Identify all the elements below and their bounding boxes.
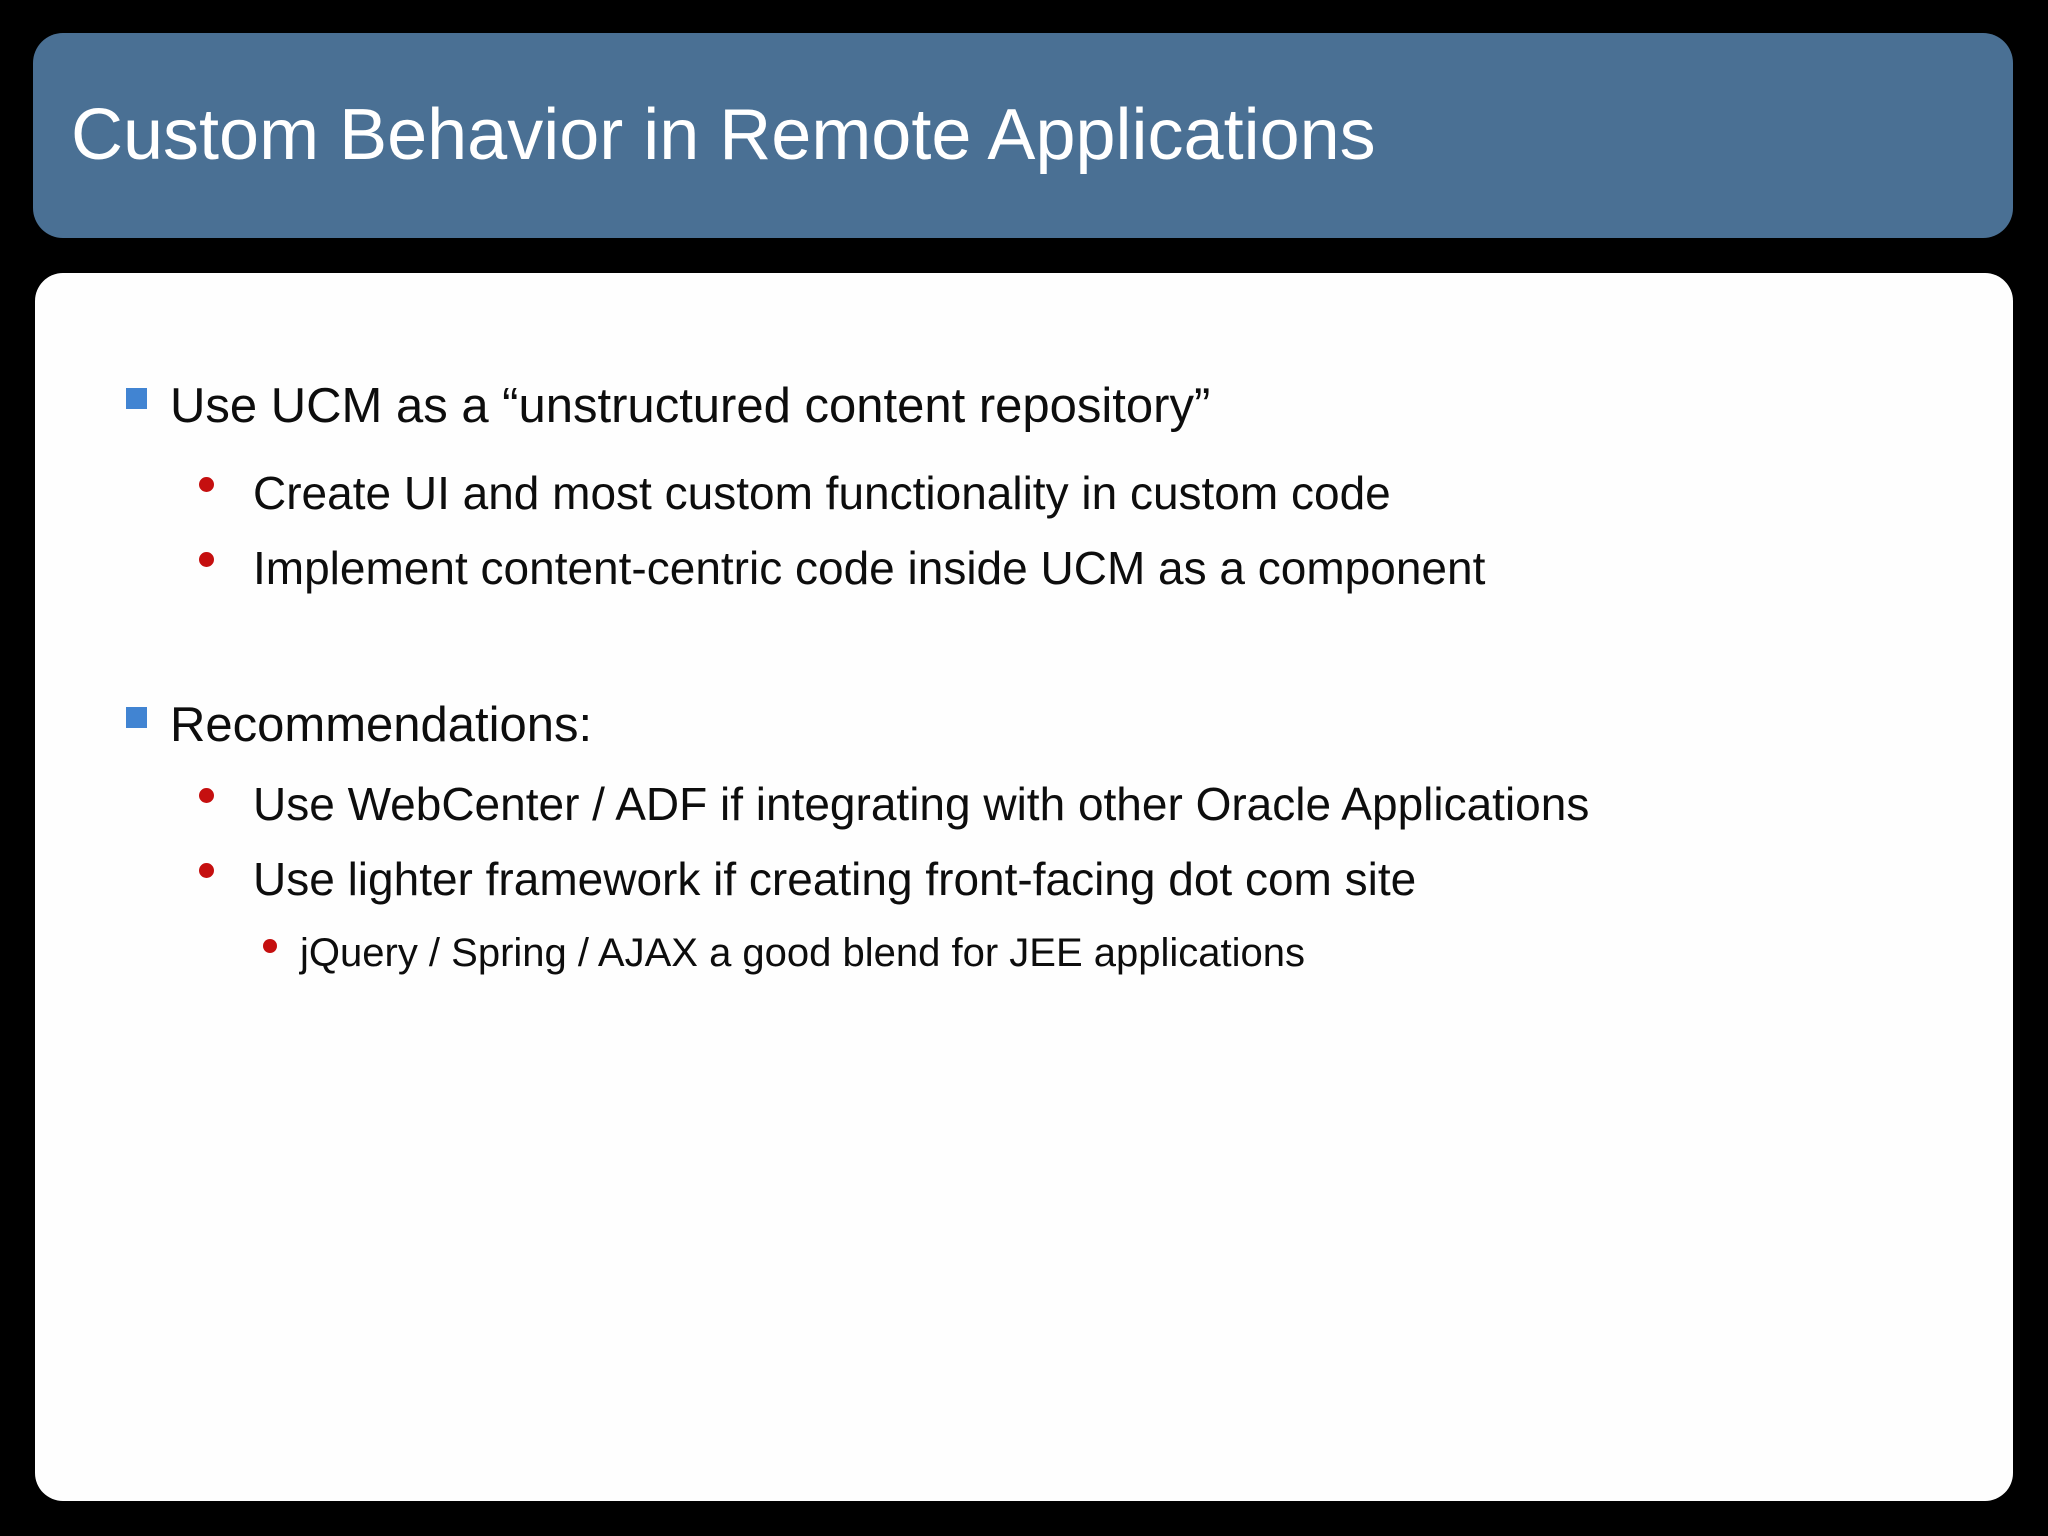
bullet-text: Implement content-centric code inside UC…	[253, 542, 1486, 594]
circle-bullet-icon	[199, 477, 214, 492]
bullet-item-level2: Use lighter framework if creating front-…	[199, 852, 1416, 907]
circle-bullet-icon	[199, 788, 214, 803]
slide-title-bar: Custom Behavior in Remote Applications	[33, 33, 2013, 238]
square-bullet-icon	[126, 707, 147, 728]
bullet-item-level2: Use WebCenter / ADF if integrating with …	[199, 777, 1589, 832]
square-bullet-icon	[126, 388, 147, 409]
bullet-item-level1: Use UCM as a “unstructured content repos…	[126, 377, 1210, 436]
circle-bullet-icon	[199, 552, 214, 567]
bullet-text: Create UI and most custom functionality …	[253, 467, 1391, 519]
bullet-text: Use UCM as a “unstructured content repos…	[170, 379, 1211, 433]
bullet-text: Use WebCenter / ADF if integrating with …	[253, 778, 1590, 830]
bullet-item-level3: jQuery / Spring / AJAX a good blend for …	[263, 929, 1305, 977]
circle-bullet-icon	[199, 863, 214, 878]
slide-content-panel: Use UCM as a “unstructured content repos…	[35, 273, 2013, 1501]
bullet-text: jQuery / Spring / AJAX a good blend for …	[300, 931, 1306, 975]
bullet-text: Use lighter framework if creating front-…	[253, 853, 1417, 905]
bullet-item-level2: Create UI and most custom functionality …	[199, 466, 1391, 521]
bullet-text: Recommendations:	[170, 698, 593, 752]
circle-bullet-icon	[263, 939, 277, 953]
bullet-item-level2: Implement content-centric code inside UC…	[199, 541, 1485, 596]
slide-title: Custom Behavior in Remote Applications	[71, 94, 1376, 175]
bullet-item-level1: Recommendations:	[126, 696, 592, 755]
